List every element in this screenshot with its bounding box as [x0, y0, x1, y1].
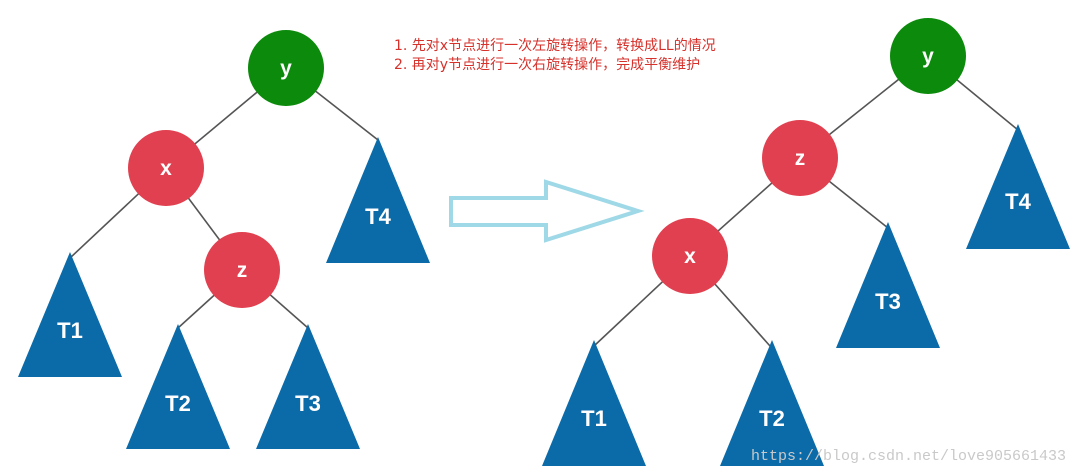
- transform-arrow-icon: [449, 179, 645, 243]
- subtree-t2: [126, 324, 230, 449]
- subtree-t1-label: T1: [57, 318, 83, 343]
- node-y: [248, 30, 324, 106]
- subtree-t1-label: T1: [581, 406, 607, 431]
- subtree-t1: [18, 252, 122, 377]
- subtree-t1: [542, 340, 646, 466]
- subtree-t3-label: T3: [295, 391, 321, 416]
- node-z-label: z: [237, 259, 248, 282]
- subtree-t3: [836, 222, 940, 348]
- node-x: [652, 218, 728, 294]
- after-tree: T4 T3 T1 T2 y z x: [542, 18, 1070, 466]
- node-y-label: y: [280, 57, 292, 80]
- node-x-label: x: [160, 157, 172, 180]
- subtree-t2-label: T2: [165, 391, 191, 416]
- subtree-t4-label: T4: [1005, 189, 1031, 214]
- node-z: [762, 120, 838, 196]
- node-z: [204, 232, 280, 308]
- subtree-t4: [966, 124, 1070, 249]
- node-y: [890, 18, 966, 94]
- node-y-label: y: [922, 45, 934, 68]
- subtree-t3-label: T3: [875, 289, 901, 314]
- node-x: [128, 130, 204, 206]
- subtree-t3: [256, 324, 360, 449]
- subtree-t4: [326, 137, 430, 263]
- note-step-2: 2. 再对y节点进行一次右旋转操作，完成平衡维护: [394, 57, 700, 73]
- after-edges: [593, 55, 1019, 347]
- node-z-label: z: [795, 147, 806, 170]
- node-x-label: x: [684, 245, 696, 268]
- subtree-t2: [720, 340, 824, 466]
- before-tree: T4 T1 T2 T3 y x z: [18, 30, 430, 449]
- watermark: https://blog.csdn.net/love905661433: [751, 448, 1066, 465]
- subtree-t2-label: T2: [759, 406, 785, 431]
- note-step-1: 1. 先对x节点进行一次左旋转操作，转换成LL的情况: [394, 37, 716, 54]
- subtree-t4-label: T4: [365, 204, 391, 229]
